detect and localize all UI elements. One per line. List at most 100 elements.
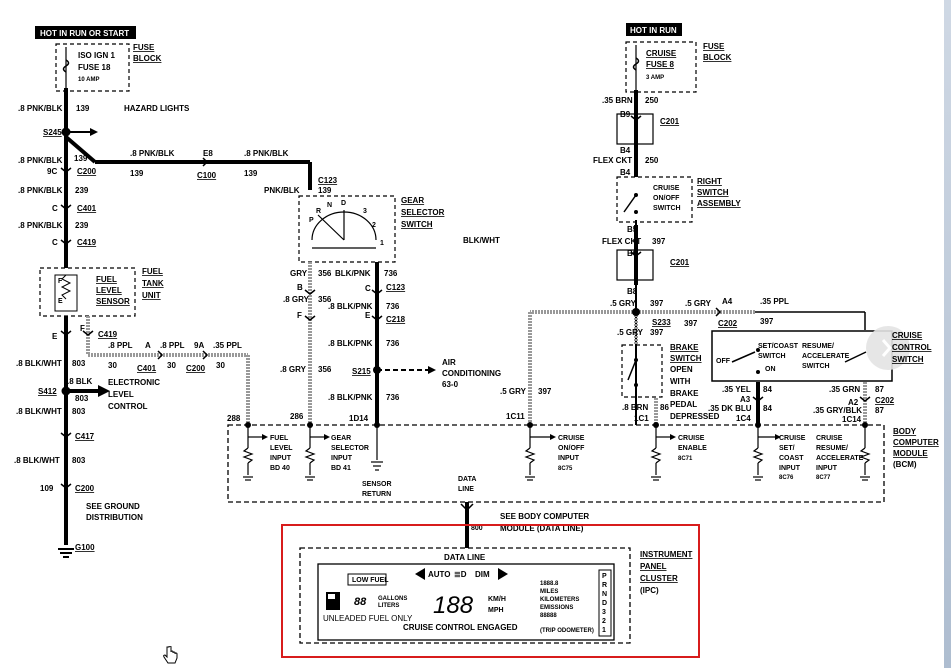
cruise-control-module: OFF ON SET/COAST SWITCH RESUME/ ACCELERA…: [711, 330, 893, 382]
label-gry5-3: .5 GRY: [617, 328, 644, 337]
label-blk: .8 BLK: [67, 377, 93, 386]
gear-letter-3: 3: [363, 208, 367, 215]
label-a: A: [145, 341, 151, 350]
left-power-header: HOT IN RUN OR START: [35, 26, 136, 39]
label-s412: S412: [38, 387, 57, 396]
label-ac-2: CONDITIONING: [442, 369, 501, 378]
bcm-gear-1: GEAR: [331, 435, 351, 442]
label-86: 86: [660, 403, 669, 412]
bcm-sensor-2: RETURN: [362, 491, 391, 498]
fuel-pin-e: E: [58, 298, 63, 305]
label-c401: C401: [77, 204, 97, 213]
ipc-fuel-digits: 88: [354, 596, 367, 608]
label-elc-2: LEVEL: [108, 390, 134, 399]
label-blk-wht-3: .8 BLK/WHT: [14, 456, 60, 465]
instrument-panel-cluster: DATA LINE LOW FUEL AUTO ≣D DIM 88 GALLON…: [299, 547, 693, 644]
bcm-fuel-4: BD 40: [270, 465, 290, 472]
label-pin-f-mid: F: [297, 311, 302, 320]
label-c-1: C: [52, 204, 58, 213]
bcm-box: BODY COMPUTER MODULE (BCM): [227, 424, 939, 503]
label-9c: 9C: [47, 167, 57, 176]
gear-label-3: SWITCH: [401, 220, 433, 229]
right-switch-2: SWITCH: [697, 188, 729, 197]
label-hazard-lights: HAZARD LIGHTS: [124, 104, 190, 113]
right-fuse-block-1: FUSE: [703, 42, 725, 51]
bcm-gear-4: BD 41: [331, 465, 351, 472]
label-803-4: 803: [72, 456, 86, 465]
ipc-prnd-p: P: [602, 573, 607, 580]
brake-3: OPEN: [670, 365, 693, 374]
fuel-level-wire: [60, 316, 250, 425]
left-lower-labels: .8 BLK/WHT 803 S412 .8 BLK 803 ELECTRONI…: [14, 359, 160, 552]
fuel-pin-f: F: [58, 278, 63, 285]
label-87-1: 87: [875, 385, 884, 394]
ipc-odo-5: 88888: [540, 613, 557, 619]
ipc-auto: AUTO: [428, 570, 451, 579]
left-main-wire: [58, 88, 312, 558]
left-fuse-line-1: ISO IGN 1: [78, 51, 115, 60]
bcm-resume-3: ACCELERATE: [816, 455, 864, 462]
gear-letters: P R N D 3 2 1: [309, 200, 384, 247]
label-brn8: .8 BRN: [622, 403, 648, 412]
label-397-5: 397: [650, 328, 664, 337]
brake-7: DEPRESSED: [670, 412, 720, 421]
gear-letter-2: 2: [372, 222, 376, 229]
label-109: 109: [40, 484, 54, 493]
left-fuse-line-3: 10 AMP: [78, 77, 99, 83]
bcm-fuel-1: FUEL: [270, 435, 289, 442]
label-pnk-blk-4: .8 PNK/BLK: [244, 149, 289, 158]
ipc-dim: DIM: [475, 570, 490, 579]
cruise-control-switch-tab[interactable]: CRUISE CONTROL SWITCH: [866, 326, 932, 370]
label-c123: C123: [318, 176, 338, 185]
fuel-tank-3: UNIT: [142, 291, 161, 300]
label-c417: C417: [75, 432, 95, 441]
label-b4-2: B4: [620, 168, 631, 177]
label-c419: C419: [77, 238, 97, 247]
bcm-cruise-onoff-3: INPUT: [558, 455, 580, 462]
label-397-2: 397: [650, 299, 664, 308]
label-139-mid: 139: [318, 186, 332, 195]
gear-wire-labels: GRY 356 BLK/PNK 736 B C C123 .8 GRY 356 …: [227, 269, 501, 423]
cruise-onoff-switch: CRUISE ON/OFF SWITCH RIGHT SWITCH ASSEMB…: [616, 176, 741, 223]
bcm-sensor-1: SENSOR: [362, 481, 392, 488]
label-pnk-blk-3: .8 PNK/BLK: [130, 149, 175, 158]
left-fuse-block-1: FUSE: [133, 43, 155, 52]
label-s233: S233: [652, 318, 671, 327]
left-fuse-block-2: BLOCK: [133, 54, 162, 63]
label-397-3: 397: [684, 319, 698, 328]
window-right-border[interactable]: [944, 0, 951, 668]
label-c100: C100: [197, 171, 217, 180]
label-397-4: 397: [760, 317, 774, 326]
label-397-6: 397: [538, 387, 552, 396]
label-c218: C218: [386, 315, 406, 324]
label-356-1: 356: [318, 269, 332, 278]
label-e-fuel: E: [52, 332, 58, 341]
right-fuse-line-2: FUSE 8: [646, 60, 675, 69]
ipc-trip: (TRIP ODOMETER): [540, 628, 594, 634]
label-288: 288: [227, 414, 241, 423]
label-139-4: 139: [244, 169, 258, 178]
brake-5: BRAKE: [670, 389, 699, 398]
bcm-set-coast-3: COAST: [779, 455, 804, 462]
label-b4-1: B4: [620, 146, 631, 155]
label-ac-1: AIR: [442, 358, 456, 367]
label-139-2: 139: [74, 154, 88, 163]
fuel-level-labels: E F C419 .8 PPL A .8 PPL 9A .35 PPL 30 C…: [52, 324, 242, 373]
ipc-prnd-d: D: [602, 600, 607, 607]
ccs-label-3: SWITCH: [892, 355, 924, 364]
bcm-data-2: LINE: [458, 486, 474, 493]
label-250-1: 250: [645, 96, 659, 105]
label-pnk-blk-6: .8 PNK/BLK: [18, 221, 63, 230]
gear-wires: [304, 262, 436, 425]
right-fuse-block-2: BLOCK: [703, 53, 732, 62]
brake-6: PEDAL: [670, 400, 697, 409]
label-803-1: 803: [72, 359, 86, 368]
left-power-header-text: HOT IN RUN OR START: [40, 29, 129, 38]
label-pin-c: C: [365, 284, 371, 293]
label-a2: A2: [848, 398, 859, 407]
cruise-onoff-3: SWITCH: [653, 205, 681, 212]
label-b6: B6: [627, 249, 638, 258]
bcm-cruise-enable-3: 8C71: [678, 456, 693, 462]
ipc-label-1: INSTRUMENT: [640, 550, 693, 559]
ipc-prnd-r: R: [602, 582, 607, 589]
